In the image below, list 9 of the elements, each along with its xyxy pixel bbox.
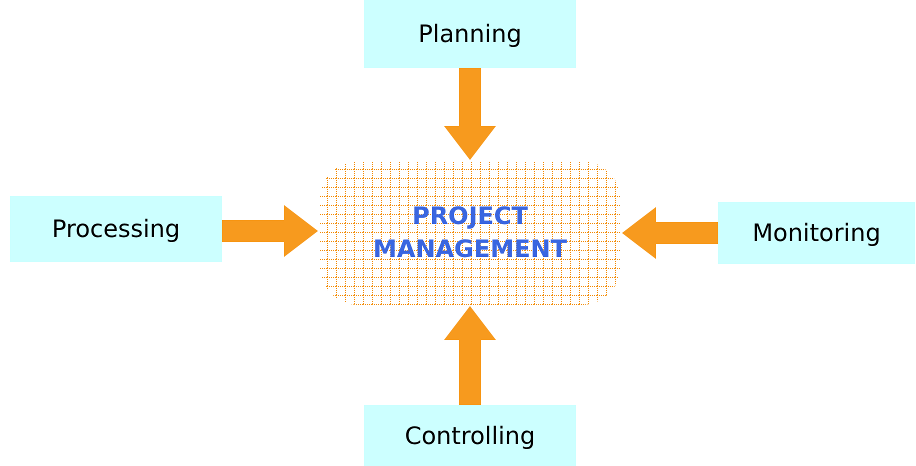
block-arrow <box>444 68 496 160</box>
process-box: Planning <box>364 0 576 68</box>
process-box: Monitoring <box>718 202 915 264</box>
process-box: Processing <box>10 196 222 262</box>
block-arrow <box>222 205 318 257</box>
block-arrow <box>444 306 496 405</box>
center-label: PROJECT MANAGEMENT <box>372 201 568 265</box>
block-arrow <box>622 207 718 259</box>
process-box: Controlling <box>364 405 576 466</box>
